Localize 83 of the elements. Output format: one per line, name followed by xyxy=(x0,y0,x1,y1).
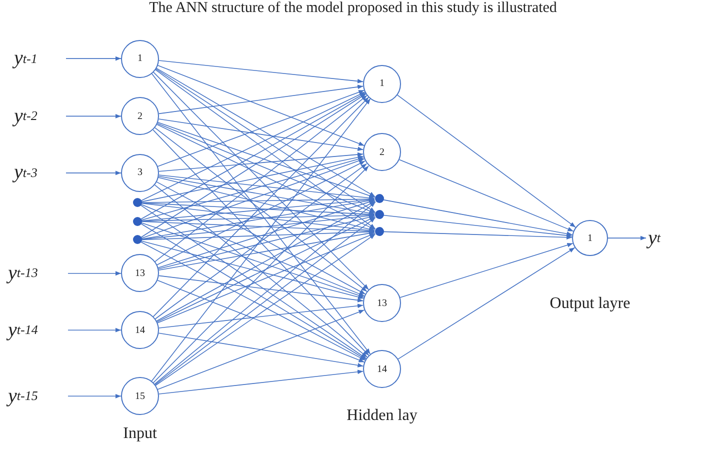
arrow xyxy=(383,199,573,236)
arrow xyxy=(66,170,122,176)
arrow xyxy=(157,280,365,363)
neuron-circle: 2 xyxy=(121,97,159,136)
arrow xyxy=(383,231,572,240)
arrow xyxy=(140,240,364,300)
arrow xyxy=(400,242,574,298)
arrow xyxy=(140,92,366,202)
arrow xyxy=(154,163,368,320)
arrow xyxy=(158,152,364,172)
neuron-circle: 1 xyxy=(363,64,401,103)
arrow xyxy=(158,176,375,216)
arrow xyxy=(141,230,375,240)
arrow xyxy=(158,332,364,368)
arrow xyxy=(399,159,574,232)
arrow xyxy=(68,328,122,332)
caption-text: The ANN structure of the model proposed in this study is illustrated xyxy=(149,0,557,17)
arrow xyxy=(154,94,368,262)
arrow xyxy=(66,114,122,118)
arrow xyxy=(158,60,364,84)
layer-label: Hidden lay xyxy=(346,406,418,425)
arrow xyxy=(156,124,376,230)
arrow xyxy=(158,200,376,268)
arrow xyxy=(152,130,370,356)
arrow xyxy=(608,236,646,240)
arrow xyxy=(66,56,122,61)
arrow xyxy=(141,155,364,202)
ellipsis-dot xyxy=(132,235,142,244)
neuron-circle: 1 xyxy=(572,220,608,256)
arrow xyxy=(141,196,375,204)
arrow xyxy=(156,160,366,266)
arrow xyxy=(157,310,365,390)
layer-label: Output layre xyxy=(550,295,630,313)
arrow xyxy=(141,214,375,240)
arrow xyxy=(157,90,365,167)
arrow xyxy=(383,214,572,238)
arrow xyxy=(68,394,122,398)
arrow xyxy=(152,166,369,384)
neuron-circle: 15 xyxy=(121,377,159,416)
arrow xyxy=(156,182,366,295)
arrow xyxy=(157,65,365,146)
arrow xyxy=(158,177,376,232)
ellipsis-dot xyxy=(132,216,142,226)
arrow xyxy=(151,73,371,355)
neuron-circle: 14 xyxy=(363,350,401,388)
arrow xyxy=(158,84,364,114)
arrow xyxy=(158,304,364,328)
arrow xyxy=(157,232,376,324)
arrow xyxy=(158,370,364,394)
arrow xyxy=(68,271,122,276)
neuron-circle: 2 xyxy=(363,133,401,172)
arrow xyxy=(157,123,376,214)
neuron-circle: 1 xyxy=(121,40,159,78)
arrow xyxy=(151,98,371,382)
arrow xyxy=(141,221,375,234)
neuron-circle: 13 xyxy=(363,284,401,322)
arrow xyxy=(158,215,376,270)
arrow xyxy=(158,118,364,152)
ellipsis-dot xyxy=(374,210,384,220)
arrow xyxy=(396,94,576,228)
neuron-circle: 3 xyxy=(121,154,159,192)
arrow xyxy=(158,231,375,270)
ellipsis-dot xyxy=(132,198,142,208)
arrow xyxy=(154,127,368,292)
arrow xyxy=(141,198,375,240)
arrow xyxy=(140,156,364,220)
arrow xyxy=(152,72,370,290)
arrow xyxy=(398,247,576,360)
arrow xyxy=(141,202,375,233)
arrow xyxy=(158,275,364,302)
arrow xyxy=(154,184,368,358)
arrow xyxy=(158,174,375,200)
neuron-circle: 14 xyxy=(121,311,159,350)
arrow xyxy=(140,222,364,298)
ellipsis-dot xyxy=(374,194,384,204)
arrow xyxy=(141,202,375,217)
arrow xyxy=(152,96,370,317)
arrow xyxy=(158,122,376,198)
arrow xyxy=(140,204,365,296)
ellipsis-dot xyxy=(374,227,384,236)
arrow xyxy=(140,158,364,239)
layer-label: Input xyxy=(123,425,157,444)
neuron-circle: 13 xyxy=(121,254,159,292)
